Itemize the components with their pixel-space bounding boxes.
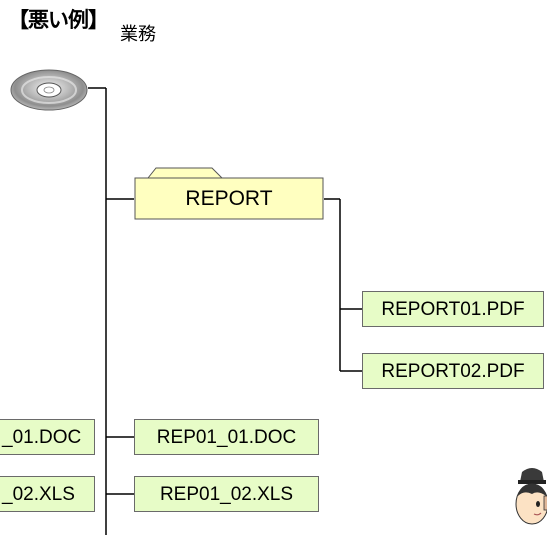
- cd-disc-icon: [10, 69, 88, 111]
- root-folder-name: 業務: [120, 24, 156, 45]
- file-item[interactable]: REPORT01.PDF: [362, 291, 544, 327]
- file-item[interactable]: REPORT02.PDF: [362, 353, 544, 389]
- folder-icon[interactable]: [134, 166, 324, 220]
- student-character-icon: [515, 468, 547, 525]
- file-item[interactable]: REP01_02.XLS: [134, 476, 319, 512]
- file-item-cut[interactable]: _01.DOC: [0, 419, 95, 455]
- page-title: 【悪い例】: [8, 8, 109, 32]
- file-item-cut[interactable]: _02.XLS: [0, 476, 95, 512]
- folder-label: REPORT: [185, 187, 273, 210]
- file-item[interactable]: REP01_01.DOC: [134, 419, 319, 455]
